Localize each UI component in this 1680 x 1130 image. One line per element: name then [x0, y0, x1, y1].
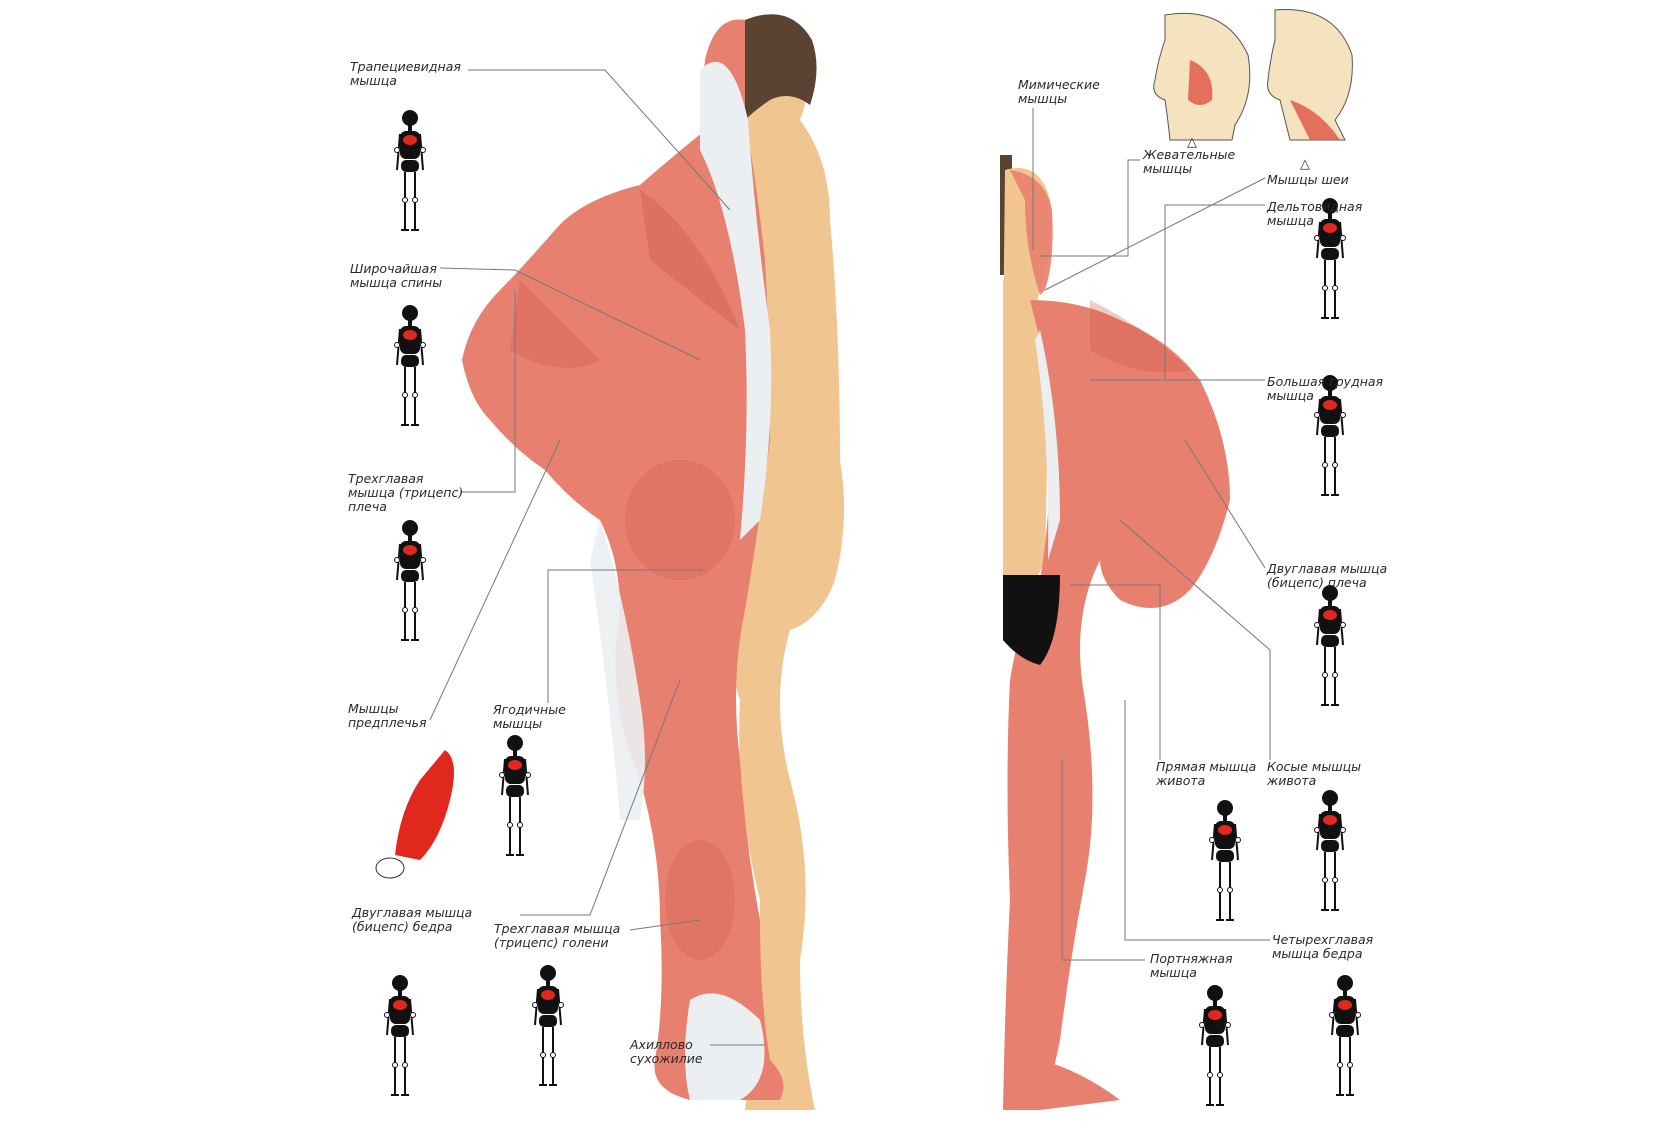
leader-biceps-thigh — [520, 679, 681, 916]
figure-triceps-arm-highlight — [403, 545, 417, 555]
figure-gluteal-highlight — [508, 760, 522, 770]
figure-sartorius — [1198, 984, 1232, 1106]
figure-biceps-thigh-highlight — [393, 1000, 407, 1010]
figure-pectoral-highlight — [1323, 400, 1337, 410]
label-biceps-arm: Двуглавая мышца (бицепс) плеча — [1267, 561, 1388, 590]
label-forearm: Мышцы предплечья — [348, 701, 427, 730]
leader-triceps-calf — [629, 919, 701, 931]
figure-oblique — [1313, 789, 1347, 911]
leader-rectus — [1070, 584, 1161, 760]
label-pectoral: Большая грудная мышца — [1267, 374, 1384, 403]
label-facial: Мимические мышцы — [1018, 77, 1100, 106]
label-oblique: Косые мышцы живота — [1267, 759, 1362, 788]
label-sartorius: Портняжная мышца — [1150, 951, 1233, 980]
figure-biceps-thigh — [383, 974, 417, 1096]
figure-oblique-highlight — [1323, 815, 1337, 825]
figure-rectus-highlight — [1218, 825, 1232, 835]
figure-gluteal — [498, 734, 532, 856]
label-rectus: Прямая мышца живота — [1156, 759, 1257, 788]
marker-triangle-masticatory: △ — [1187, 135, 1197, 150]
figure-latissimus-highlight — [403, 330, 417, 340]
label-triceps-calf: Трехглавая мышца (трицепс) голени — [494, 921, 621, 950]
label-gluteal: Ягодичные мышцы — [493, 702, 566, 731]
hand-icon — [375, 857, 405, 879]
leader-trapezius — [468, 69, 731, 211]
leader-sartorius — [1061, 760, 1145, 961]
label-quadriceps: Четырехглавая мышца бедра — [1272, 932, 1374, 961]
figure-trapezius-highlight — [403, 135, 417, 145]
label-deltoid: Дельтовидная мышца — [1267, 199, 1363, 228]
figure-deltoid-highlight — [1323, 223, 1337, 233]
figure-latissimus — [393, 304, 427, 426]
figure-triceps-calf-highlight — [541, 990, 555, 1000]
leader-latissimus — [439, 267, 701, 361]
head-illustration-neck — [1267, 9, 1353, 141]
leader-deltoid — [1164, 204, 1265, 380]
figure-triceps-calf — [531, 964, 565, 1086]
figure-trapezius — [393, 109, 427, 231]
figure-quadriceps — [1328, 974, 1362, 1096]
leader-masticatory — [1040, 159, 1140, 257]
figure-biceps-arm — [1313, 584, 1347, 706]
figure-rectus — [1208, 799, 1242, 921]
leader-gluteal — [547, 569, 705, 703]
label-masticatory: Жевательные мышцы — [1143, 147, 1236, 176]
figure-quadriceps-highlight — [1338, 1000, 1352, 1010]
label-achilles: Ахиллово сухожилие — [630, 1037, 703, 1066]
forearm-illustration — [395, 750, 454, 860]
leader-neck — [1044, 177, 1266, 291]
figure-biceps-arm-highlight — [1323, 610, 1337, 620]
label-neck: Мышцы шеи — [1267, 172, 1349, 187]
label-triceps-arm: Трехглавая мышца (трицепс) плеча — [348, 471, 464, 514]
leader-oblique — [1119, 519, 1271, 760]
label-trapezius: Трапециевидная мышца — [350, 59, 461, 88]
front-body — [1000, 155, 1230, 1110]
leader-biceps-arm — [1184, 439, 1266, 569]
figure-triceps-arm — [393, 519, 427, 641]
head-illustration-masticatory — [1153, 12, 1251, 141]
label-latissimus: Широчайшая мышца спины — [350, 261, 443, 290]
leader-triceps-arm — [460, 290, 516, 493]
label-biceps-thigh: Двуглавая мышца (бицепс) бедра — [352, 905, 473, 934]
back-body — [462, 14, 844, 1110]
marker-triangle-neck: △ — [1300, 157, 1310, 172]
figure-sartorius-highlight — [1208, 1010, 1222, 1020]
leader-quadriceps — [1124, 700, 1270, 941]
leader-forearm — [429, 439, 561, 721]
